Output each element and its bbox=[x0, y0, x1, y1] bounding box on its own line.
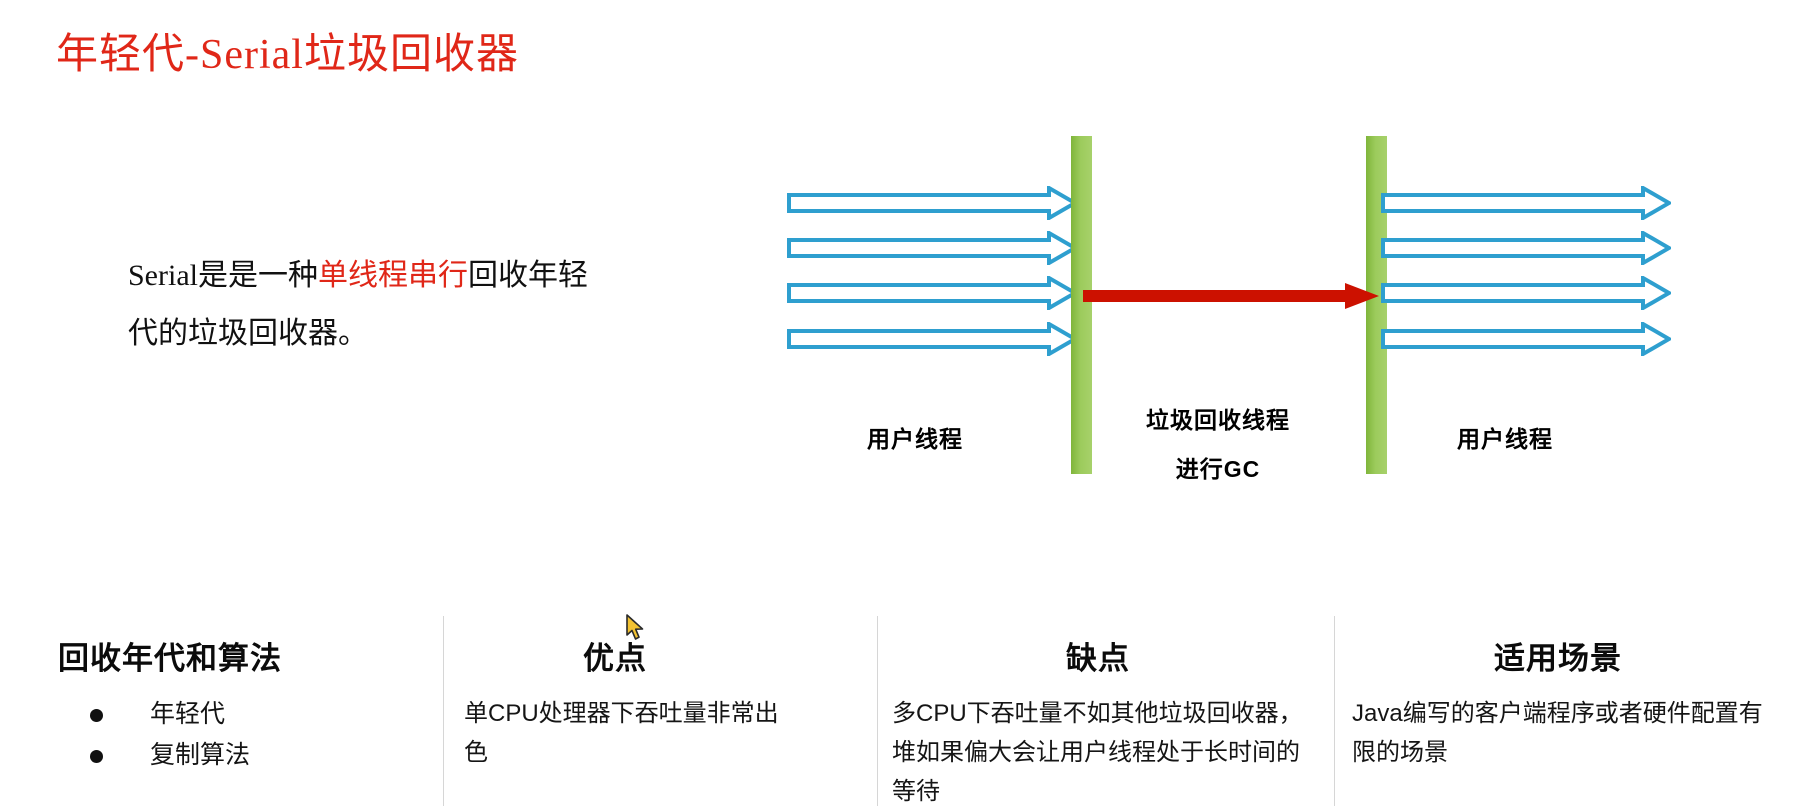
column-heading: 缺点 bbox=[1066, 641, 1130, 676]
user-thread-arrow-right-1 bbox=[1381, 186, 1671, 220]
mouse-pointer-icon bbox=[626, 614, 648, 647]
column-body: 多CPU下吞吐量不如其他垃圾回收器，堆如果偏大会让用户线程处于长时间的等待 bbox=[892, 700, 1303, 805]
user-thread-arrow-left-2 bbox=[787, 231, 1077, 265]
summary-columns: 回收年代和算法 年轻代 复制算法 优点 单CPU处理器下吞吐量非常出色 缺点 多… bbox=[0, 612, 1801, 806]
description-line2: 代的垃圾回收器。 bbox=[128, 317, 368, 350]
column-divider-2 bbox=[877, 616, 878, 806]
user-thread-arrow-right-2 bbox=[1381, 231, 1671, 265]
description-part1: Serial是是一种 bbox=[128, 259, 318, 292]
summary-column-generation-algorithm: 回收年代和算法 年轻代 复制算法 bbox=[58, 612, 443, 806]
page-title: 年轻代-Serial垃圾回收器 bbox=[56, 32, 519, 78]
list-item: 复制算法 bbox=[84, 735, 443, 776]
gc-timeline-diagram: 用户线程 垃圾回收线程 进行GC 用户线程 bbox=[787, 136, 1671, 494]
list-item: 年轻代 bbox=[84, 694, 443, 735]
user-thread-arrow-left-1 bbox=[787, 186, 1077, 220]
summary-column-disadvantages: 缺点 多CPU下吞吐量不如其他垃圾回收器，堆如果偏大会让用户线程处于长时间的等待 bbox=[888, 612, 1308, 806]
description-part2: 回收年轻 bbox=[467, 259, 588, 292]
column-heading: 回收年代和算法 bbox=[58, 641, 282, 676]
user-thread-arrow-left-3 bbox=[787, 276, 1077, 310]
summary-column-use-cases: 适用场景 Java编写的客户端程序或者硬件配置有限的场景 bbox=[1348, 612, 1768, 806]
diagram-label-user-threads-right: 用户线程 bbox=[1457, 426, 1553, 452]
user-thread-arrow-left-4 bbox=[787, 322, 1077, 356]
summary-column-advantages: 优点 单CPU处理器下吞吐量非常出色 bbox=[450, 612, 780, 806]
diagram-label-gc-line2: 进行GC bbox=[1175, 456, 1261, 482]
safepoint-bar-start bbox=[1071, 136, 1092, 474]
column-divider-1 bbox=[443, 616, 444, 806]
column-heading: 优点 bbox=[583, 641, 647, 676]
column-body: Java编写的客户端程序或者硬件配置有限的场景 bbox=[1352, 700, 1763, 766]
safepoint-bar-end bbox=[1366, 136, 1387, 474]
description-highlight: 单线程串行 bbox=[317, 259, 468, 292]
diagram-label-user-threads-left: 用户线程 bbox=[867, 426, 963, 452]
user-thread-arrow-right-4 bbox=[1381, 322, 1671, 356]
column-divider-3 bbox=[1334, 616, 1335, 806]
gc-thread-arrow bbox=[1083, 283, 1379, 314]
column-heading: 适用场景 bbox=[1494, 641, 1622, 676]
diagram-label-gc-thread: 垃圾回收线程 进行GC bbox=[1108, 396, 1328, 494]
column-body: 单CPU处理器下吞吐量非常出色 bbox=[464, 700, 779, 766]
diagram-label-gc-line1: 垃圾回收线程 bbox=[1146, 407, 1290, 433]
column-bullet-list: 年轻代 复制算法 bbox=[84, 694, 443, 776]
description-text: Serial是是一种单线程串行回收年轻 代的垃圾回收器。 bbox=[128, 247, 648, 363]
user-thread-arrow-right-3 bbox=[1381, 276, 1671, 310]
